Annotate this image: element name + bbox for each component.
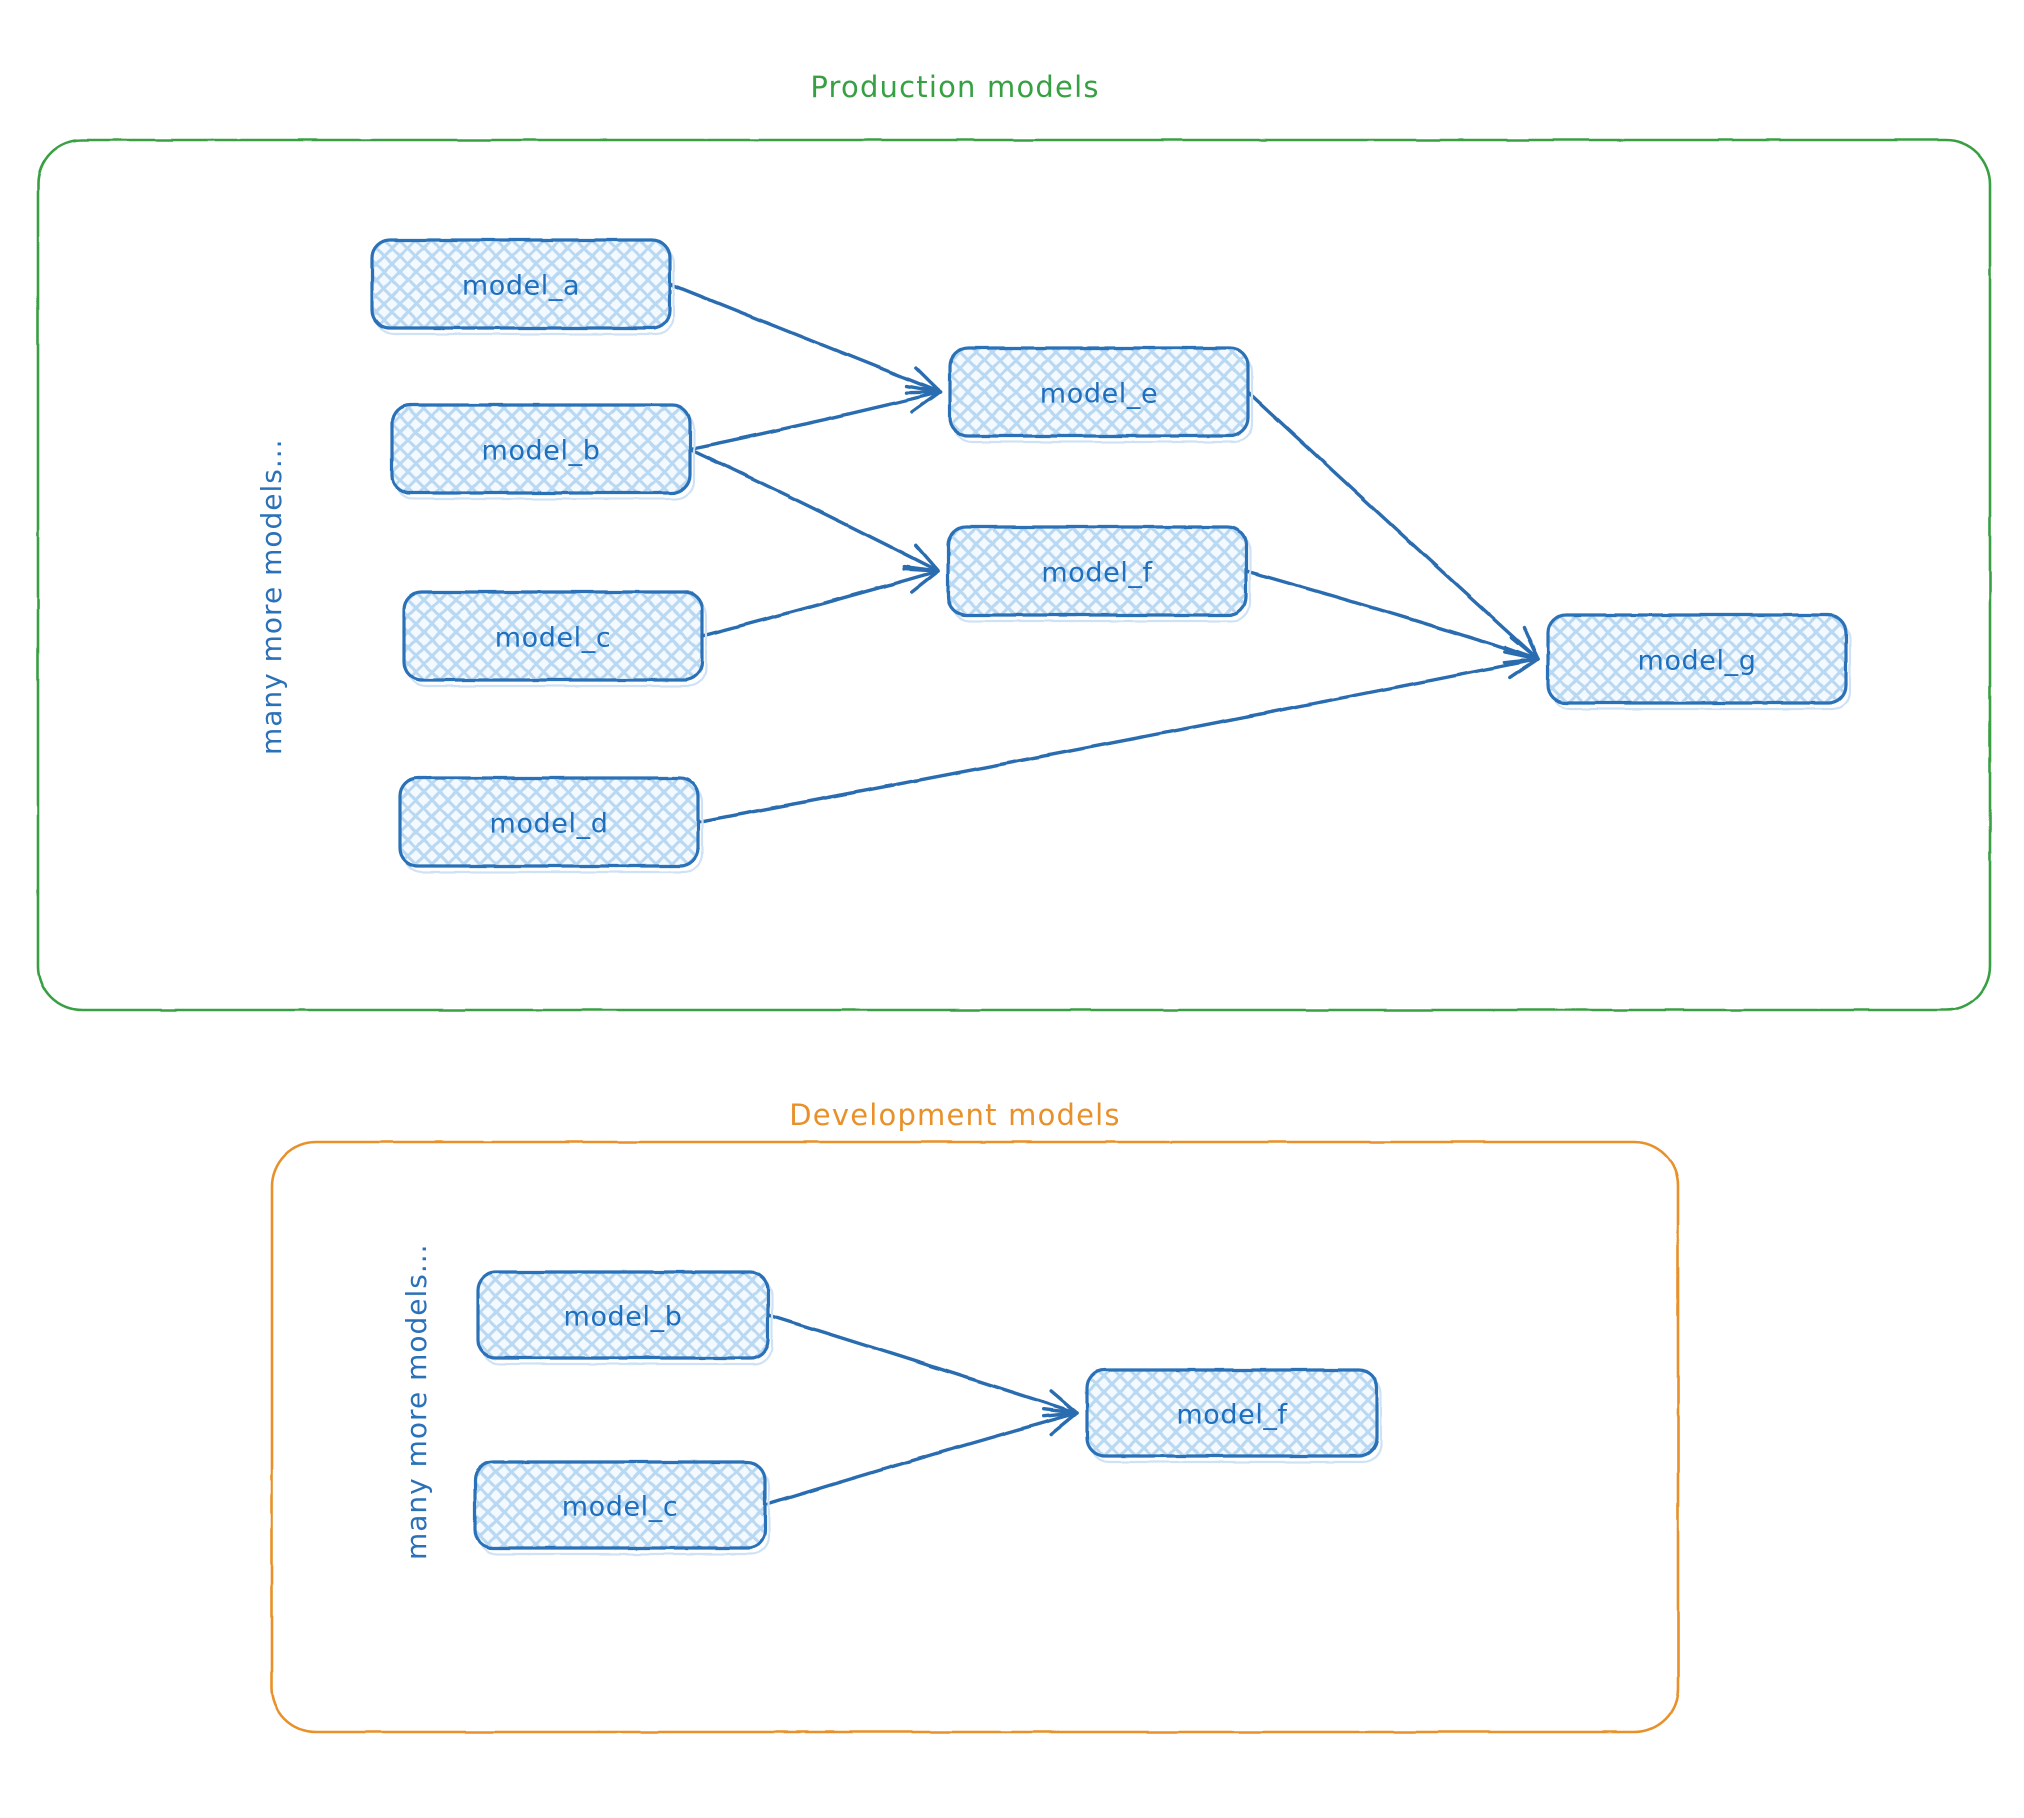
node-model_a[interactable] [370,238,676,336]
node-border [370,238,672,330]
node-model_b[interactable] [476,1270,774,1366]
node-border [473,1460,767,1550]
edge-prod_f-to-prod_g [1244,569,1540,661]
arrowhead-prod_c-to-prod_f [902,564,940,594]
node-fill [1548,615,1846,703]
node-model_d[interactable] [398,776,704,874]
node-layer [370,238,1852,1556]
node-fill [950,348,1248,436]
node-model_f[interactable] [946,525,1252,623]
node-fill [392,405,690,493]
group-frame-development [270,1140,1680,1734]
node-model_f[interactable] [1085,1368,1383,1464]
arrowhead-prod_b-to-prod_e [904,384,942,414]
edge-prod_b-to-prod_f [688,447,940,573]
node-fill [404,592,702,680]
node-model_b[interactable] [390,403,696,501]
arrowhead-dev_c-to-dev_f [1041,1407,1079,1437]
node-border [1546,613,1848,705]
node-model_c[interactable] [402,590,708,688]
node-fill [1087,1370,1377,1456]
node-border [398,776,700,868]
edge-dev_c-to-dev_f [763,1411,1079,1507]
side-note-development: many more models... [400,1243,433,1560]
group-frame-production [36,138,1992,1012]
edge-layer [668,282,1540,1507]
edge-prod_b-to-prod_e [688,390,942,451]
node-model_e[interactable] [948,346,1254,444]
arrowhead-prod_d-to-prod_g [1503,650,1540,680]
node-border [946,525,1248,617]
group-title-development: Development models [789,1098,1121,1132]
edge-prod_d-to-prod_g [696,657,1540,824]
group-frames [36,138,1992,1734]
node-border [948,346,1250,438]
node-fill [948,527,1246,615]
node-model_g[interactable] [1546,613,1852,711]
side-note-production: many more models... [255,438,288,755]
node-border [390,403,692,495]
node-border [476,1270,770,1360]
node-border [1085,1368,1379,1458]
group-title-production: Production models [810,70,1100,104]
node-fill [475,1462,765,1548]
edge-prod_a-to-prod_e [668,282,942,394]
node-fill [478,1272,768,1358]
edge-prod_c-to-prod_f [700,569,940,638]
node-fill [372,240,670,328]
node-model_c[interactable] [473,1460,771,1556]
node-fill [400,778,698,866]
node-border [402,590,704,682]
edge-dev_b-to-dev_f [766,1313,1079,1415]
edge-prod_e-to-prod_g [1246,390,1540,661]
